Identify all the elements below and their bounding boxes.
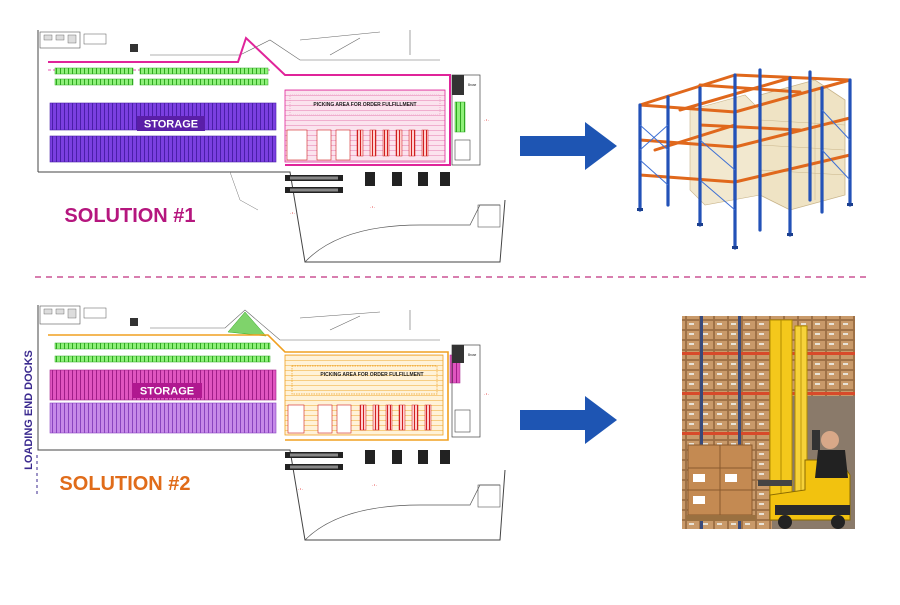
solution-2-title: SOLUTION #2 (59, 473, 190, 495)
svg-text:Bruse: Bruse (468, 83, 477, 87)
storage-label-1: STORAGE (144, 119, 198, 131)
svg-text:- • -: - • - (484, 392, 489, 396)
arrow-right-icon (520, 122, 617, 170)
picking-label-2: PICKING AREA FOR ORDER FULFILLMENT (320, 372, 423, 378)
storage-tag-1 (137, 116, 205, 131)
storage-label-2: STORAGE (140, 386, 194, 398)
storage-tag-2 (132, 383, 202, 398)
svg-text:- • -: - • - (298, 487, 303, 491)
svg-text:- • -: - • - (484, 118, 489, 122)
forklift-photo (682, 316, 855, 529)
picking-label-1: PICKING AREA FOR ORDER FULFILLMENT (313, 102, 416, 108)
pallet-rack-3d-illustration (637, 68, 853, 250)
side-label-text: LOADING END DOCKS (23, 350, 35, 470)
svg-text:Bruse: Bruse (468, 353, 477, 357)
arrow-right-icon (520, 396, 617, 444)
floor-plan-solution-1: STORAGE PICKING AREA FOR ORDER FULFILLME… (37, 30, 506, 263)
floor-plan-solution-2: STORAGE PICKING AREA FOR ORDER FULFILLME… (37, 305, 506, 541)
svg-text:- • -: - • - (290, 211, 295, 215)
svg-text:- • -: - • - (370, 205, 375, 209)
svg-text:- • -: - • - (372, 483, 377, 487)
solution-1-title: SOLUTION #1 (64, 205, 195, 227)
loading-docks-side-label: LOADING END DOCKS (23, 350, 38, 495)
